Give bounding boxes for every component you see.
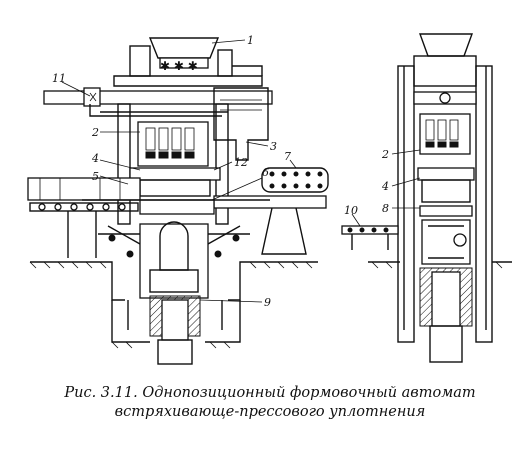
callout-6: 6 bbox=[262, 166, 269, 179]
callout-9: 9 bbox=[264, 296, 271, 309]
front-view: ✱ ✱ ✱ bbox=[27, 37, 329, 365]
callout-10-side: 10 bbox=[344, 204, 358, 217]
callout-3: 3 bbox=[270, 140, 277, 153]
side-view bbox=[341, 33, 512, 363]
callout-2-side: 2 bbox=[381, 148, 389, 161]
callout-5: 5 bbox=[92, 170, 99, 183]
figure-caption-line-1: Рис. 3.11. Однопозиционный формовочный а… bbox=[64, 385, 476, 401]
callout-7: 7 bbox=[284, 150, 291, 163]
callout-2: 2 bbox=[91, 126, 99, 139]
callout-1: 1 bbox=[247, 34, 254, 47]
svg-text:✱ ✱ ✱: ✱ ✱ ✱ bbox=[160, 59, 198, 73]
callout-4: 4 bbox=[91, 152, 99, 165]
callout-4-side: 4 bbox=[381, 180, 389, 193]
figure-caption-line-2: встряхивающе-прессового уплотнения bbox=[114, 404, 426, 420]
callout-12: 12 bbox=[234, 156, 248, 169]
callout-labels: 1 2 3 4 5 6 7 8 9 10 11 12 2 4 8 10 bbox=[52, 34, 421, 309]
callout-11: 11 bbox=[52, 72, 66, 85]
callout-8-side: 8 bbox=[382, 202, 389, 215]
